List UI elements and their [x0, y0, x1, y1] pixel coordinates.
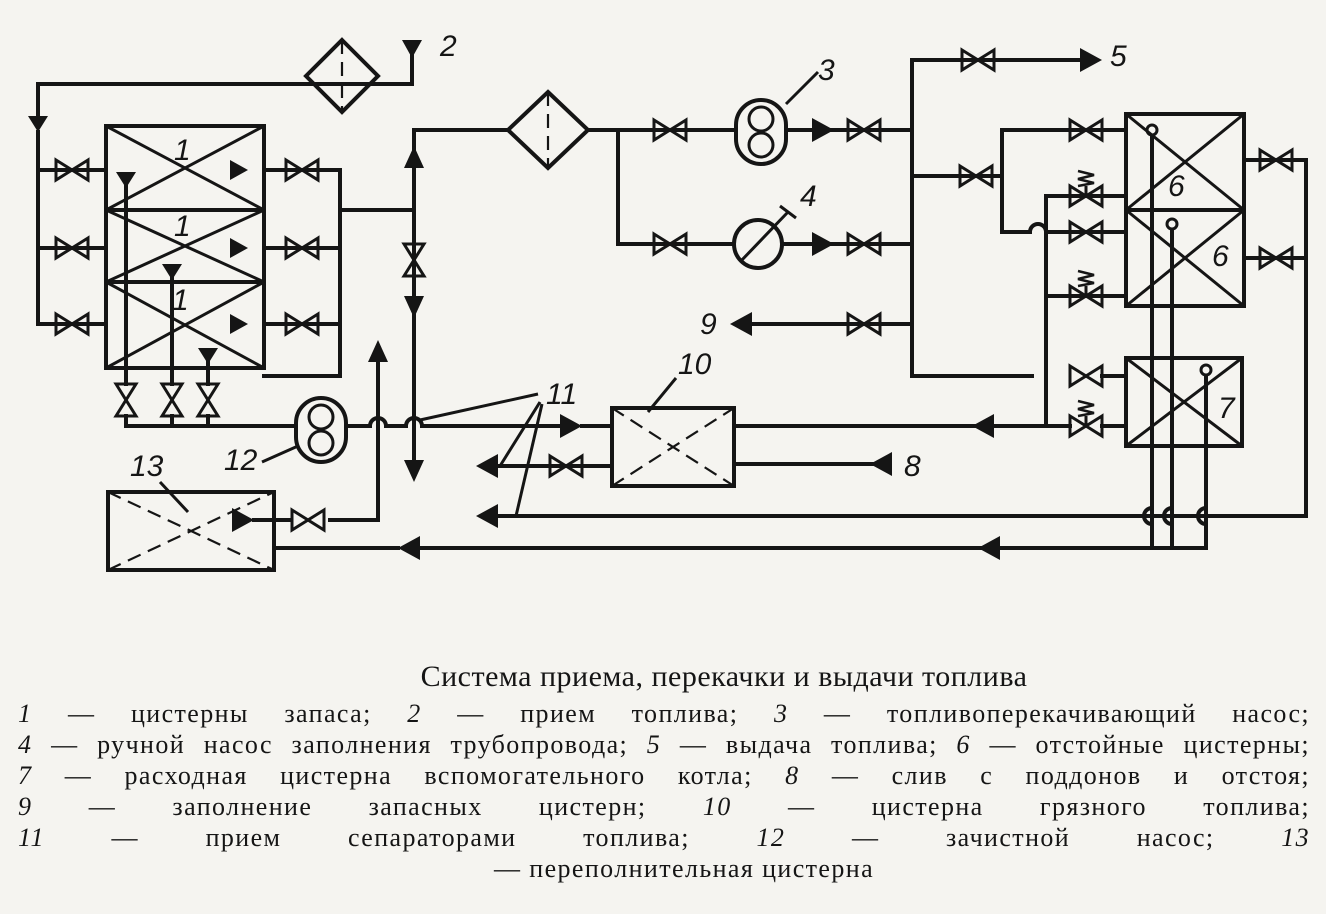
- label-5: 5: [1110, 40, 1127, 73]
- label-7: 7: [1218, 392, 1236, 425]
- legend-line: 4 — ручной насос заполнения трубопровода…: [18, 730, 1310, 759]
- fuel-system-diagram: 1 1 1 2 12: [28, 30, 1308, 572]
- settling-tanks: [1124, 112, 1246, 308]
- transfer-pump: [734, 98, 788, 166]
- label-6b: 6: [1212, 240, 1229, 273]
- label-8: 8: [904, 450, 921, 483]
- caption: Система приема, перекачки и выдачи топли…: [18, 660, 1310, 884]
- overflow-tank: [106, 490, 276, 572]
- hand-pump: [732, 204, 797, 270]
- label-2: 2: [439, 30, 457, 63]
- filter-top-left: [303, 37, 381, 115]
- legend-line-last: — переполнительная цистерна: [493, 854, 875, 883]
- label-12: 12: [224, 444, 258, 477]
- label-1a: 1: [174, 134, 191, 167]
- arrow-down-icon: [28, 116, 48, 132]
- label-9: 9: [700, 308, 717, 341]
- legend-line: 11 — прием сепараторами топлива; 12 — за…: [18, 823, 1311, 852]
- label-10: 10: [678, 348, 712, 381]
- legend-line: 1 — цистерны запаса; 2 — прием топлива; …: [18, 699, 1311, 728]
- fuel-receive-arrow-icon: [402, 40, 422, 58]
- label-1b: 1: [174, 210, 191, 243]
- label-4: 4: [800, 180, 817, 213]
- caption-title: Система приема, перекачки и выдачи топли…: [420, 660, 1028, 693]
- label-3: 3: [818, 54, 835, 87]
- stock-tanks: [104, 124, 266, 370]
- label-6a: 6: [1168, 170, 1185, 203]
- legend-line: 9 — заполнение запасных цистерн; 10 — ци…: [18, 792, 1310, 821]
- filter-main: [505, 89, 591, 171]
- boiler-service-tank: [1124, 356, 1244, 448]
- label-11: 11: [546, 378, 577, 411]
- legend-line: 7 — расходная цистерна вспомогательного …: [18, 761, 1310, 790]
- label-13: 13: [130, 450, 164, 483]
- label-1c: 1: [172, 284, 189, 317]
- stripping-pump: [294, 396, 348, 464]
- dirty-fuel-tank: [610, 406, 736, 488]
